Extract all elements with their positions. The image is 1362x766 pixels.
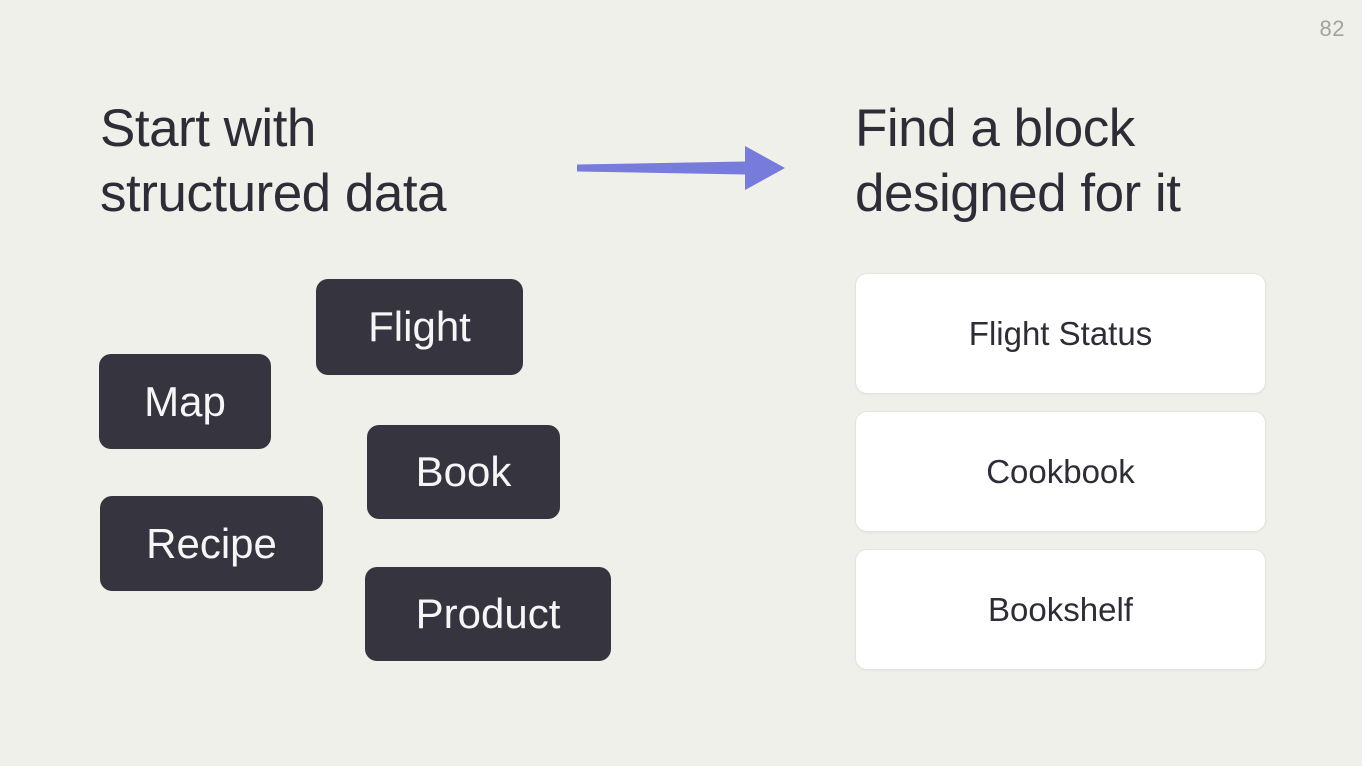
left-heading: Start with structured data xyxy=(100,96,447,226)
data-tag-product: Product xyxy=(365,567,611,661)
right-arrow-shape xyxy=(577,146,785,190)
block-card-bookshelf: Bookshelf xyxy=(855,549,1266,670)
block-card-flight-status: Flight Status xyxy=(855,273,1266,394)
right-heading-line2: designed for it xyxy=(855,164,1181,223)
data-tag-recipe: Recipe xyxy=(100,496,323,591)
block-card-cookbook: Cookbook xyxy=(855,411,1266,532)
block-card-flight-status-label: Flight Status xyxy=(968,314,1153,352)
data-tag-book: Book xyxy=(367,425,560,519)
data-tag-recipe-label: Recipe xyxy=(146,519,277,567)
data-tag-map: Map xyxy=(99,354,271,449)
right-heading-line1: Find a block xyxy=(855,99,1135,158)
data-tag-book-label: Book xyxy=(415,448,512,495)
left-heading-line1: Start with xyxy=(100,99,316,158)
block-card-cookbook-label: Cookbook xyxy=(986,452,1135,490)
slide-page-number: 82 xyxy=(1319,16,1345,41)
data-tag-map-label: Map xyxy=(144,377,226,425)
right-heading: Find a block designed for it xyxy=(855,96,1181,226)
right-arrow-icon xyxy=(577,146,785,190)
left-heading-line2: structured data xyxy=(100,164,447,223)
data-tag-flight: Flight xyxy=(316,279,523,375)
data-tag-product-label: Product xyxy=(415,590,561,637)
block-card-bookshelf-label: Bookshelf xyxy=(988,590,1133,628)
data-tag-flight-label: Flight xyxy=(368,303,471,350)
